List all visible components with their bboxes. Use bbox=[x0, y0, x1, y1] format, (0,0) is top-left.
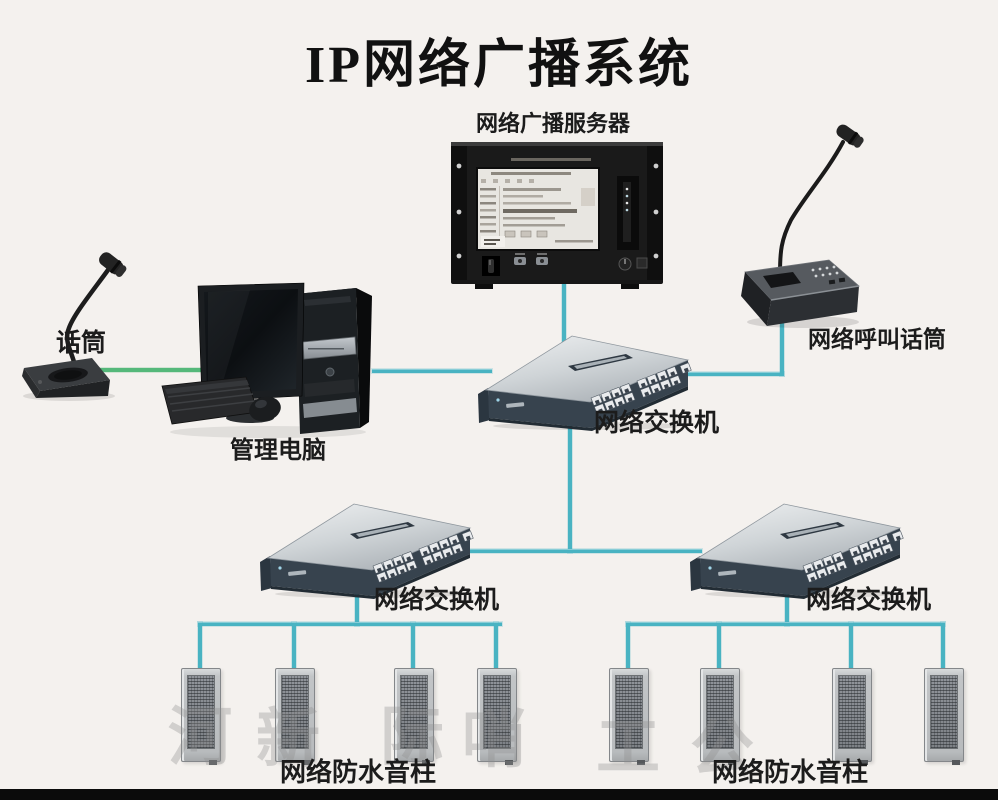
cable-speaker-drop bbox=[941, 622, 945, 670]
cable-speaker-drop bbox=[198, 622, 202, 670]
speaker-foot bbox=[422, 760, 430, 765]
speaker-grille bbox=[483, 675, 511, 749]
cable-main-switch-to-call-mic bbox=[658, 372, 784, 376]
broadcast-server-image bbox=[451, 136, 665, 294]
speaker-column bbox=[394, 668, 434, 765]
cable-right-switch-drop bbox=[785, 592, 789, 626]
cable-speaker-drop bbox=[717, 622, 721, 670]
cable-left-switch-drop bbox=[355, 592, 359, 626]
cable-pc-to-main-switch bbox=[372, 369, 492, 373]
label-server: 网络广播服务器 bbox=[476, 111, 631, 136]
cable-call-mic-drop bbox=[780, 322, 784, 376]
speaker-foot bbox=[952, 760, 960, 765]
speaker-column bbox=[181, 668, 221, 765]
label-speakers-right: 网络防水音柱 bbox=[712, 758, 869, 787]
cable-speaker-drop bbox=[626, 622, 630, 670]
label-speakers-left: 网络防水音柱 bbox=[280, 758, 437, 787]
speaker-foot bbox=[505, 760, 513, 765]
audio-cable-mic-to-pc bbox=[70, 368, 213, 372]
speaker-column bbox=[477, 668, 517, 765]
speaker-column bbox=[275, 668, 315, 765]
label-call-microphone: 网络呼叫话筒 bbox=[808, 327, 946, 352]
desk-microphone-image bbox=[14, 244, 136, 402]
speaker-grille bbox=[930, 675, 958, 749]
cable-speaker-drop bbox=[849, 622, 853, 670]
speaker-grille bbox=[400, 675, 428, 749]
label-management-computer: 管理电脑 bbox=[230, 438, 326, 464]
cable-speaker-drop bbox=[494, 622, 498, 670]
label-right-switch: 网络交换机 bbox=[806, 587, 932, 614]
label-main-switch: 网络交换机 bbox=[594, 410, 720, 437]
page-title: IP网络广播系统 bbox=[304, 37, 693, 94]
speaker-foot bbox=[209, 760, 217, 765]
speaker-column bbox=[924, 668, 964, 765]
management-computer-image bbox=[158, 280, 378, 440]
speaker-foot bbox=[637, 760, 645, 765]
label-desk-microphone: 话筒 bbox=[56, 330, 107, 357]
cable-speaker-drop bbox=[411, 622, 415, 670]
label-left-switch: 网络交换机 bbox=[374, 587, 500, 614]
speaker-grille bbox=[615, 675, 643, 749]
speaker-grille bbox=[281, 675, 309, 749]
speaker-foot bbox=[728, 760, 736, 765]
cable-speaker-drop bbox=[292, 622, 296, 670]
cable-main-switch-down bbox=[568, 416, 572, 553]
speaker-column bbox=[832, 668, 872, 765]
cable-distribution-horizontal bbox=[462, 549, 702, 553]
bottom-border-bar bbox=[0, 789, 998, 800]
speaker-column bbox=[609, 668, 649, 765]
call-microphone-image bbox=[733, 112, 875, 334]
speaker-grille bbox=[187, 675, 215, 749]
speaker-foot bbox=[303, 760, 311, 765]
cable-left-speaker-bus bbox=[198, 622, 502, 626]
speaker-grille bbox=[838, 675, 866, 749]
cable-right-speaker-bus bbox=[626, 622, 945, 626]
speaker-column bbox=[700, 668, 740, 765]
cable-server-to-main-switch bbox=[562, 274, 566, 360]
speaker-grille bbox=[706, 675, 734, 749]
speaker-foot bbox=[860, 760, 868, 765]
